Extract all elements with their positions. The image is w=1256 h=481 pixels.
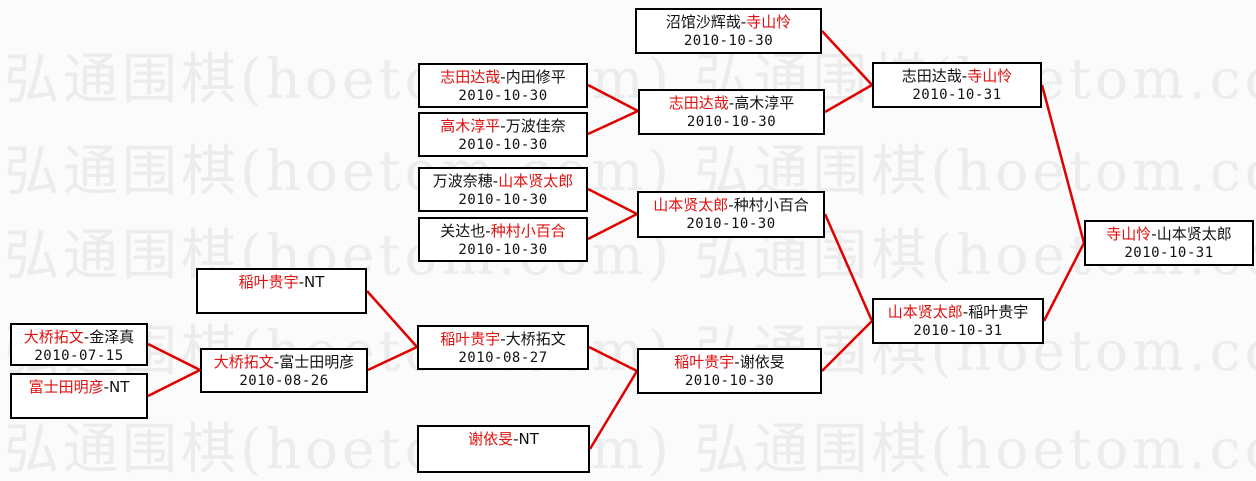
player-name: -NT <box>513 430 539 448</box>
connector-line <box>823 213 874 322</box>
match-players: 大桥拓文-富士田明彦 <box>202 352 366 372</box>
player-name: -高木淳平 <box>728 94 795 112</box>
connector-line <box>587 212 638 241</box>
player-name: 寺山怜 <box>1106 225 1152 243</box>
match-box-yamamoto-tanemura: 山本贤太郎-种村小百合 2010-10-30 <box>637 191 825 238</box>
match-date: 2010-10-31 <box>912 87 1002 103</box>
player-name: 寺山怜 <box>967 67 1013 85</box>
player-name: 种村小百合 <box>490 222 566 240</box>
connector-line <box>587 83 639 113</box>
match-players: 谢依旻-NT <box>419 429 588 449</box>
player-name: -稲叶贵宇 <box>962 303 1029 321</box>
match-box-seki-tanemura: 关达也-种村小百合 2010-10-30 <box>418 217 588 262</box>
match-date: 2010-10-31 <box>913 323 1003 339</box>
match-box-fujita-nt: 富士田明彦-NT <box>10 373 148 419</box>
player-name: 志田达哉- <box>901 67 968 85</box>
player-name: 山本贤太郎 <box>653 196 729 214</box>
match-date: 2010-10-30 <box>458 88 548 104</box>
match-box-inaba-ohashi: 稲叶贵宇-大桥拓文 2010-08-27 <box>417 325 589 370</box>
player-name: 志田达哉 <box>668 94 729 112</box>
player-name: -富士田明彦 <box>273 353 355 371</box>
player-name: 高木淳平 <box>440 117 501 135</box>
player-name: 沼馆沙辉哉- <box>665 13 747 31</box>
player-name: 稲叶贵宇 <box>440 330 501 348</box>
player-name: -NT <box>298 273 325 291</box>
match-players: 山本贤太郎-稲叶贵宇 <box>874 302 1042 322</box>
connector-line <box>821 320 873 372</box>
player-name: 稲叶贵宇 <box>674 353 735 371</box>
match-date: 2010-10-30 <box>458 192 548 208</box>
match-box-takagi-manba: 高木淳平-万波佳奈 2010-10-30 <box>418 112 588 157</box>
match-box-shida-terayama: 志田达哉-寺山怜 2010-10-31 <box>872 62 1042 108</box>
match-players: 志田达哉-内田修平 <box>420 67 586 87</box>
match-date: 2010-10-30 <box>458 137 548 153</box>
match-date: 2010-10-30 <box>683 33 774 49</box>
match-players: 志田达哉-寺山怜 <box>874 66 1040 86</box>
match-players: 稲叶贵宇-大桥拓文 <box>419 329 587 349</box>
connector-line <box>147 368 201 398</box>
match-box-terayama-yamamoto-final: 寺山怜-山本贤太郎 2010-10-31 <box>1084 220 1254 266</box>
match-players: 寺山怜-山本贤太郎 <box>1086 224 1252 244</box>
match-players: 大桥拓文-金泽真 <box>12 327 146 347</box>
match-date: 2010-10-30 <box>684 373 775 389</box>
connector-line <box>1042 242 1086 322</box>
match-box-numadate-terayama: 沼馆沙辉哉-寺山怜 2010-10-30 <box>635 8 822 54</box>
match-players: 高木淳平-万波佳奈 <box>420 116 586 136</box>
match-players: 关达也-种村小百合 <box>420 221 586 241</box>
player-name: 谢依旻 <box>468 430 514 448</box>
player-name: 志田达哉 <box>440 68 501 86</box>
connector-line <box>821 30 873 86</box>
match-box-yamamoto-inaba: 山本贤太郎-稲叶贵宇 2010-10-31 <box>872 298 1044 344</box>
connector-line <box>824 83 873 114</box>
match-box-inaba-nt: 稲叶贵宇-NT <box>196 268 367 314</box>
match-date: 2010-08-26 <box>239 373 329 389</box>
player-name: 大桥拓文 <box>23 328 84 346</box>
match-players: 万波奈穂-山本贤太郎 <box>420 171 586 191</box>
player-name: 山本贤太郎 <box>887 303 963 321</box>
match-date: 2010-10-31 <box>1124 245 1214 261</box>
match-date: 2010-10-30 <box>686 114 777 130</box>
match-box-ohashi-fujita: 大桥拓文-富士田明彦 2010-08-26 <box>200 348 368 393</box>
connector-line <box>366 290 418 348</box>
player-name: 万波奈穂- <box>432 172 499 190</box>
player-name: -内田修平 <box>500 68 566 86</box>
match-date: 2010-10-30 <box>458 242 548 258</box>
connector-line <box>588 345 638 373</box>
match-box-shida-takagi: 志田达哉-高木淳平 2010-10-30 <box>638 89 825 135</box>
match-players: 山本贤太郎-种村小百合 <box>639 195 823 215</box>
match-players: 志田达哉-高木淳平 <box>640 93 823 113</box>
match-box-manba-yamamoto: 万波奈穂-山本贤太郎 2010-10-30 <box>418 167 588 212</box>
player-name: -万波佳奈 <box>500 117 566 135</box>
match-players: 稲叶贵宇-谢依旻 <box>639 352 820 372</box>
match-box-shida-uchida: 志田达哉-内田修平 2010-10-30 <box>418 63 588 108</box>
match-players: 沼馆沙辉哉-寺山怜 <box>637 12 820 32</box>
match-date: 2010-10-30 <box>686 216 776 232</box>
connector-line <box>367 345 418 372</box>
connector-line <box>587 187 638 216</box>
connector-line <box>1040 84 1086 244</box>
match-date: 2010-07-15 <box>34 348 124 364</box>
player-name: 山本贤太郎 <box>498 172 574 190</box>
connector-line <box>147 342 201 372</box>
connector-line <box>587 109 639 136</box>
match-box-ohashi-kanazawa: 大桥拓文-金泽真 2010-07-15 <box>10 323 148 366</box>
player-name: 稲叶贵宇 <box>238 273 299 291</box>
player-name: -NT <box>103 378 130 396</box>
player-name: 寺山怜 <box>746 13 792 31</box>
match-date: 2010-08-27 <box>458 350 548 366</box>
player-name: -谢依旻 <box>734 353 785 371</box>
match-box-inaba-xie: 稲叶贵宇-谢依旻 2010-10-30 <box>637 348 822 394</box>
player-name: -金泽真 <box>83 328 135 346</box>
connector-line <box>588 370 639 450</box>
match-players: 富士田明彦-NT <box>12 377 146 397</box>
player-name: 大桥拓文 <box>213 353 274 371</box>
player-name: -种村小百合 <box>728 196 809 214</box>
match-players: 稲叶贵宇-NT <box>198 272 365 292</box>
match-box-xie-nt: 谢依旻-NT <box>417 425 590 473</box>
player-name: 关达也- <box>440 222 491 240</box>
player-name: -山本贤太郎 <box>1151 225 1232 243</box>
player-name: -大桥拓文 <box>500 330 566 348</box>
player-name: 富士田明彦 <box>28 378 104 396</box>
